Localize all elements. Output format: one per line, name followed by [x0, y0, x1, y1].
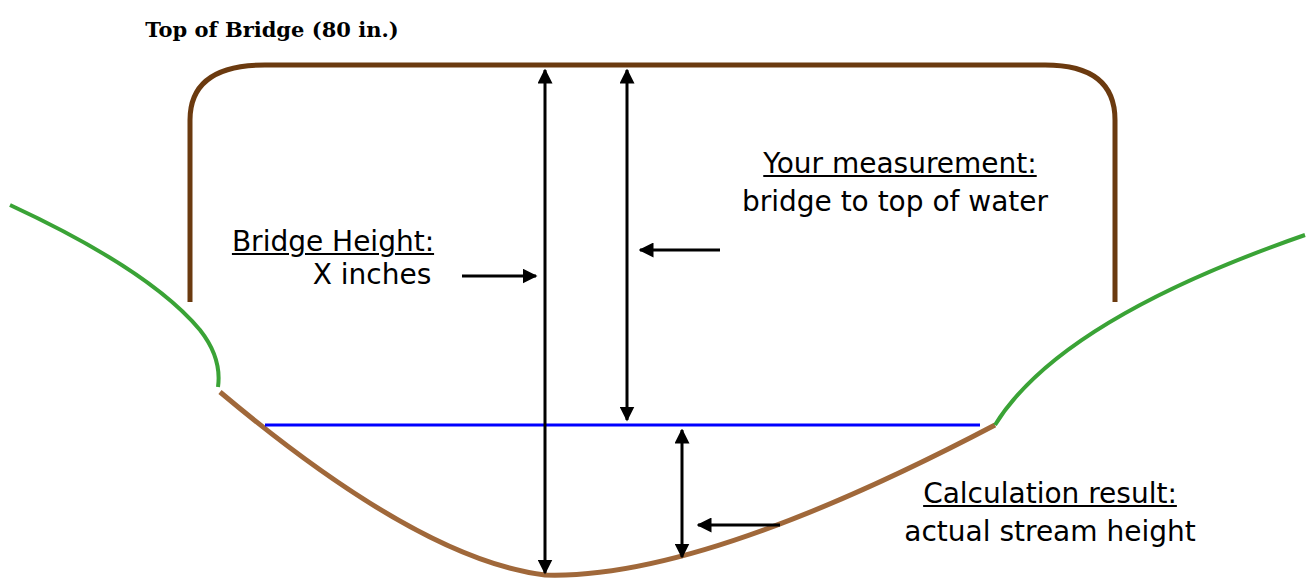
label-heading: Your measurement: — [763, 148, 1036, 180]
measure-arrow — [626, 70, 629, 420]
bridge-title: Top of Bridge (80 in.) — [145, 18, 398, 42]
height-arrow — [544, 70, 547, 573]
label-heading: Calculation result: — [923, 478, 1177, 510]
pointer-arrow — [640, 249, 720, 252]
left-bank — [10, 205, 219, 387]
bridge-outline — [190, 65, 1115, 302]
label-text: actual stream height — [904, 516, 1195, 548]
pointer-arrow — [698, 524, 780, 527]
pointer-arrow — [462, 275, 536, 278]
label-value: X inches — [313, 259, 432, 291]
label-text: bridge to top of water — [742, 186, 1048, 218]
stream-bed — [220, 392, 995, 575]
label-heading: Bridge Height: — [232, 226, 434, 258]
water-line — [265, 424, 980, 427]
right-bank — [995, 235, 1305, 425]
stream-arrow — [681, 430, 684, 557]
